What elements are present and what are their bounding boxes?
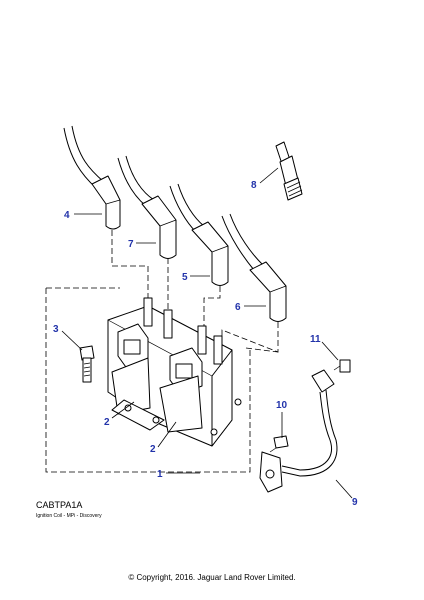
- callout-2b: 2: [150, 444, 156, 455]
- ht-lead-7: [117, 155, 177, 259]
- callout-3: 3: [53, 324, 59, 335]
- bolt-10: [269, 435, 289, 453]
- bolt-3: [79, 345, 95, 383]
- callout-5: 5: [182, 272, 188, 283]
- callout-1: 1: [157, 469, 163, 480]
- copyright-notice: © Copyright, 2016. Jaguar Land Rover Lim…: [128, 573, 296, 582]
- drawing-code: CABTPA1A: [36, 500, 83, 510]
- coil-pack: [107, 297, 242, 447]
- sensor-harness-9: [259, 369, 338, 493]
- callout-9: 9: [352, 497, 358, 508]
- ht-lead-4: [63, 125, 121, 230]
- callout-4: 4: [64, 210, 70, 221]
- spark-plug-8: [275, 141, 303, 201]
- callout-11: 11: [310, 334, 321, 345]
- callout-10: 10: [276, 400, 288, 411]
- callout-7: 7: [128, 239, 134, 250]
- callout-8: 8: [251, 180, 257, 191]
- drawing-caption: Ignition Coil - MPi - Discovery: [36, 513, 102, 519]
- coil-assembly-boundary: [45, 287, 251, 473]
- leader-lines: [61, 167, 353, 499]
- alignment-lines: [111, 230, 279, 353]
- ht-lead-6: [221, 213, 287, 322]
- ht-lead-5: [169, 183, 229, 286]
- bolt-11: [333, 359, 351, 373]
- callout-6: 6: [235, 302, 241, 313]
- callout-2a: 2: [104, 417, 110, 428]
